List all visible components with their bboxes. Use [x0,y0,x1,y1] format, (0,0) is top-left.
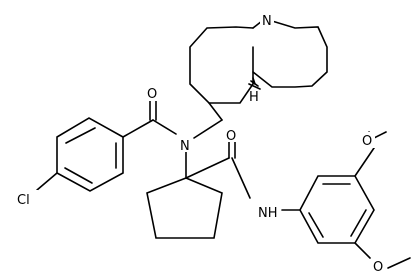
cyclopentane-ring [146,177,223,239]
amide-bonds [122,97,187,179]
atom-n-amide: N [180,139,190,154]
methylene-linker [193,102,223,139]
atom-nh: NH [258,206,278,221]
methoxy-methyls [367,131,411,269]
atom-o-methoxy-bottom: O [373,260,383,275]
quinolizidine-right-ring [252,20,328,88]
carboxamide-bonds [185,139,251,199]
stereo-hash-bond [248,77,261,90]
atom-o-carbonyl-top: O [147,87,157,102]
chlorophenyl-ring [36,117,124,192]
atom-h-stereo: H [249,90,259,105]
atom-chlorine: Cl [17,193,30,208]
atom-n-ring: N [262,14,272,29]
atom-o-methoxy-top: O [362,134,372,149]
dimethoxyphenyl-ring [281,131,375,259]
atom-labels: N O N O Cl NH H O O [16,12,386,275]
atom-o-carbonyl-right: O [226,129,236,144]
